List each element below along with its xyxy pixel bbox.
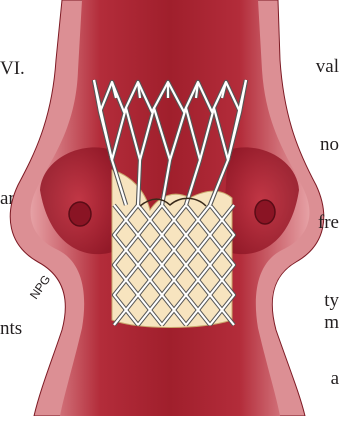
right-text-line: fre [316,210,339,236]
npg-label: NPG [27,272,53,301]
right-text-line: val [316,54,339,80]
right-text-column: val no fre ty a m [316,2,339,444]
left-coronary-ostium [69,202,91,226]
right-coronary-ostium [255,200,275,224]
right-text-line-bottom: m [324,310,339,336]
right-text-line: a [316,366,339,392]
heart-valve-stent-illustration: NPG [0,0,339,416]
right-text-line: no [316,132,339,158]
